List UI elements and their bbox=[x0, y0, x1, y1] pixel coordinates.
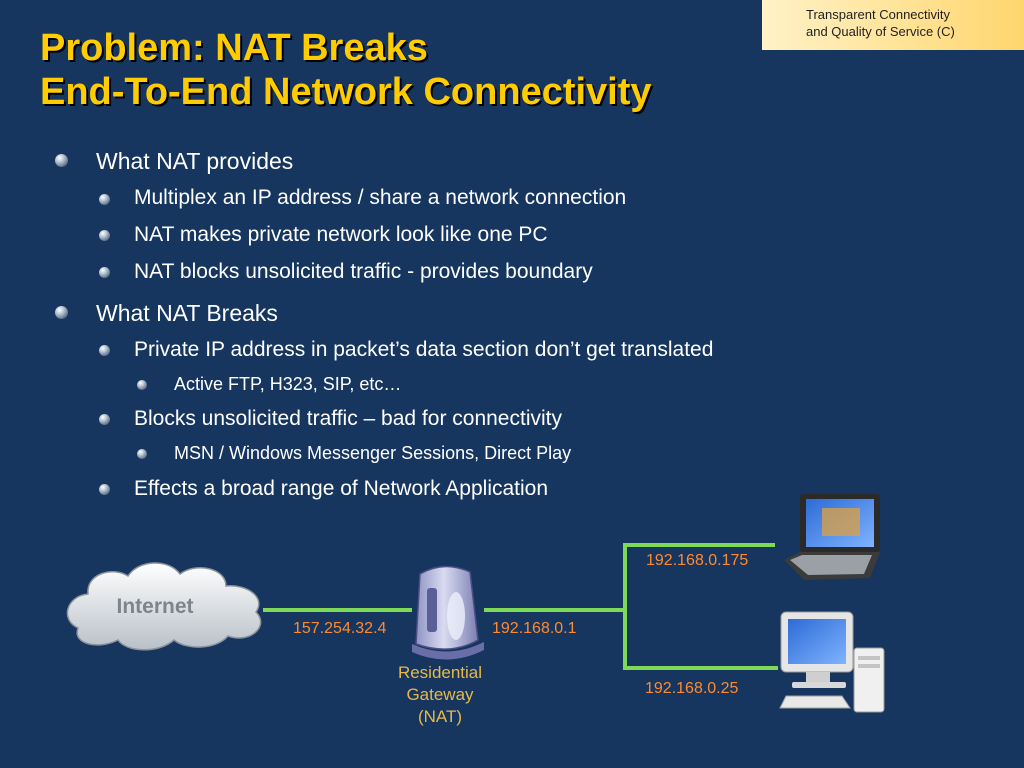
slide-title-line-2: End-To-End Network Connectivity bbox=[40, 71, 652, 113]
bullet-dot-icon bbox=[137, 449, 147, 459]
bullet-item: MSN / Windows Messenger Sessions, Direct… bbox=[174, 443, 572, 463]
desktop-ip-label: 192.168.0.25 bbox=[645, 680, 739, 697]
bullet-item: Private IP address in packet’s data sect… bbox=[134, 338, 714, 361]
corner-tag: Transparent Connectivity and Quality of … bbox=[762, 0, 1024, 50]
cloud-label: Internet bbox=[116, 595, 193, 618]
bullet-dot-icon bbox=[137, 380, 147, 390]
gateway-label-line-2: Gateway bbox=[406, 685, 474, 704]
bullet-item: Effects a broad range of Network Applica… bbox=[134, 477, 549, 500]
cloud-icon bbox=[66, 562, 262, 651]
bullet-item: What NAT Breaks bbox=[96, 300, 278, 326]
public-ip-label: 157.254.32.4 bbox=[293, 620, 387, 637]
bullet-item: Active FTP, H323, SIP, etc… bbox=[174, 374, 402, 394]
bullet-dot-icon bbox=[55, 154, 68, 167]
bullet-dot-icon bbox=[99, 194, 110, 205]
desktop-pc-icon bbox=[779, 611, 885, 713]
bullet-item: NAT makes private network look like one … bbox=[134, 223, 548, 246]
laptop-icon bbox=[784, 494, 880, 580]
bullet-dot-icon bbox=[99, 414, 110, 425]
gateway-label-line-3: (NAT) bbox=[417, 707, 463, 726]
corner-tag-line-1: Transparent Connectivity bbox=[806, 7, 951, 22]
bullet-dot-icon bbox=[99, 267, 110, 278]
gateway-ip-label: 192.168.0.1 bbox=[492, 620, 577, 637]
bullet-item: What NAT provides bbox=[96, 148, 294, 174]
bullet-dot-icon bbox=[99, 345, 110, 356]
bullet-item: NAT blocks unsolicited traffic - provide… bbox=[134, 260, 593, 283]
gateway-label-line-1: Residential bbox=[397, 663, 483, 682]
bullet-dot-icon bbox=[55, 306, 68, 319]
bullet-item: Multiplex an IP address / share a networ… bbox=[134, 186, 627, 209]
gateway-label: Residential Gateway (NAT) bbox=[384, 662, 496, 728]
bullet-dot-icon bbox=[99, 230, 110, 241]
corner-tag-line-2: and Quality of Service (C) bbox=[806, 24, 955, 39]
slide-title-line-1: Problem: NAT Breaks bbox=[40, 27, 428, 69]
bullet-item: Blocks unsolicited traffic – bad for con… bbox=[134, 407, 562, 430]
laptop-ip-label: 192.168.0.175 bbox=[646, 552, 749, 569]
network-links bbox=[263, 543, 778, 670]
server-icon bbox=[412, 565, 484, 660]
bullet-dot-icon bbox=[99, 484, 110, 495]
slide-title: Problem: NAT Breaks End-To-End Network C… bbox=[40, 26, 652, 114]
